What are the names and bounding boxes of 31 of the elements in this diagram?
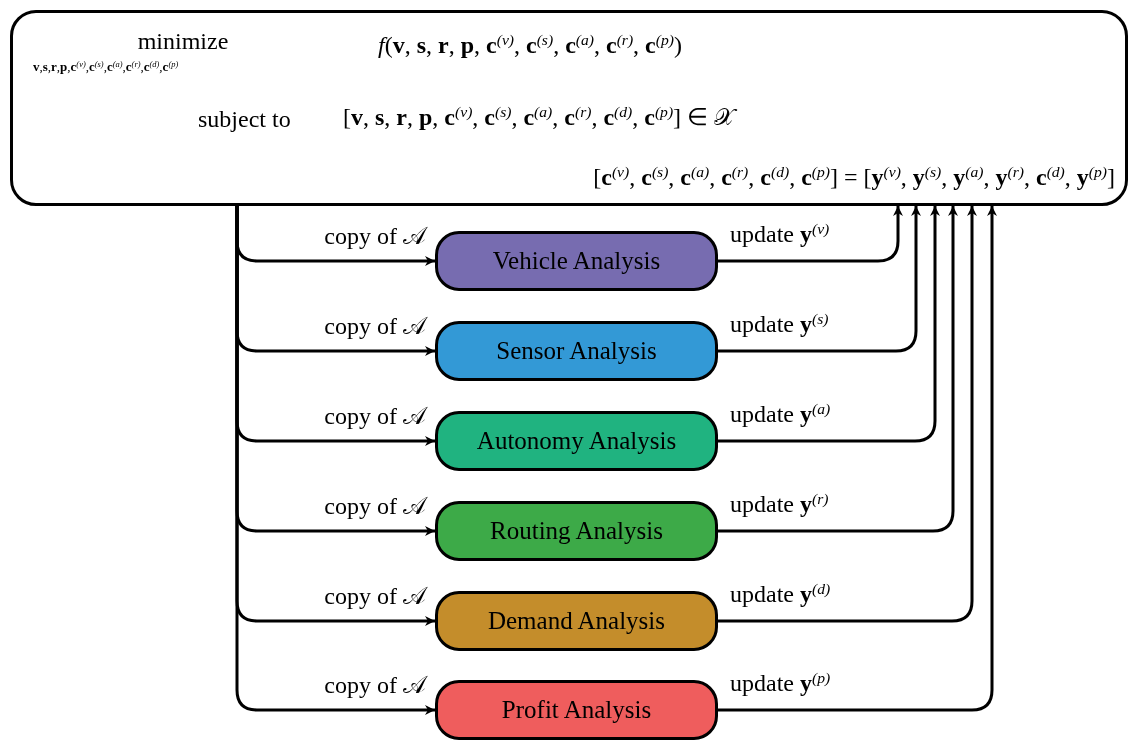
- arrow: [718, 206, 997, 712]
- arrow: [718, 206, 977, 623]
- optimization-problem-box: [10, 10, 1128, 206]
- analysis-box: Demand Analysis: [435, 591, 718, 651]
- analysis-box: Sensor Analysis: [435, 321, 718, 381]
- analysis-box: Vehicle Analysis: [435, 231, 718, 291]
- edge-label: copy of 𝒜: [324, 582, 426, 611]
- edge-label: update y$^{(r)}$: [730, 489, 829, 519]
- analysis-box: Autonomy Analysis: [435, 411, 718, 471]
- subscript-variables: v,s,r,p,c$^{(v)}$,c$^{(s)}$,c$^{(a)}$,c$^{(r)}$,c$^{(d)}$,c$^{(p)}$: [33, 57, 179, 76]
- edge-label: update y$^{(p)}$: [730, 668, 831, 698]
- edge-label: update y$^{(s)}$: [730, 309, 829, 339]
- edge-label: copy of 𝒜: [324, 402, 426, 431]
- arrow: [718, 206, 958, 533]
- constraint-label: subject to: [198, 105, 291, 134]
- edge-label: copy of 𝒜: [324, 492, 426, 521]
- analysis-box: Profit Analysis: [435, 680, 718, 740]
- constraint-formula: [v, s, r, p, c$^{(v)}$, c$^{(s)}$, c$^{(a)}$, c$^{(r)}$, c$^{(d)}$, c$^{(p)}$] ∈ 𝒳: [343, 102, 736, 132]
- edge-label: update y$^{(v)}$: [730, 219, 830, 249]
- analysis-box: Routing Analysis: [435, 501, 718, 561]
- arrow: [718, 206, 921, 353]
- math-operator: minimize: [136, 27, 230, 56]
- arrow: [718, 206, 940, 443]
- edge-label: copy of 𝒜: [324, 312, 426, 341]
- objective-function: f(v, s, r, p, c$^{(v)}$, c$^{(s)}$, c$^{(a)}$, c$^{(r)}$, c$^{(p)}$): [378, 30, 682, 60]
- edge-label: copy of 𝒜: [324, 671, 426, 700]
- edge-label: copy of 𝒜: [324, 222, 426, 251]
- edge-label: update y$^{(a)}$: [730, 399, 831, 429]
- edge-label: update y$^{(d)}$: [730, 579, 831, 609]
- arrow: [718, 206, 903, 263]
- constraint-formula: [c$^{(v)}$, c$^{(s)}$, c$^{(a)}$, c$^{(r)}$, c$^{(d)}$, c$^{(p)}$] = [y$^{(v)}$, y$^{(s)}$, y$^{(a)}$, y$^{(r)}$, c$^{(d)}$, y$^{(p)}$]: [593, 162, 1115, 192]
